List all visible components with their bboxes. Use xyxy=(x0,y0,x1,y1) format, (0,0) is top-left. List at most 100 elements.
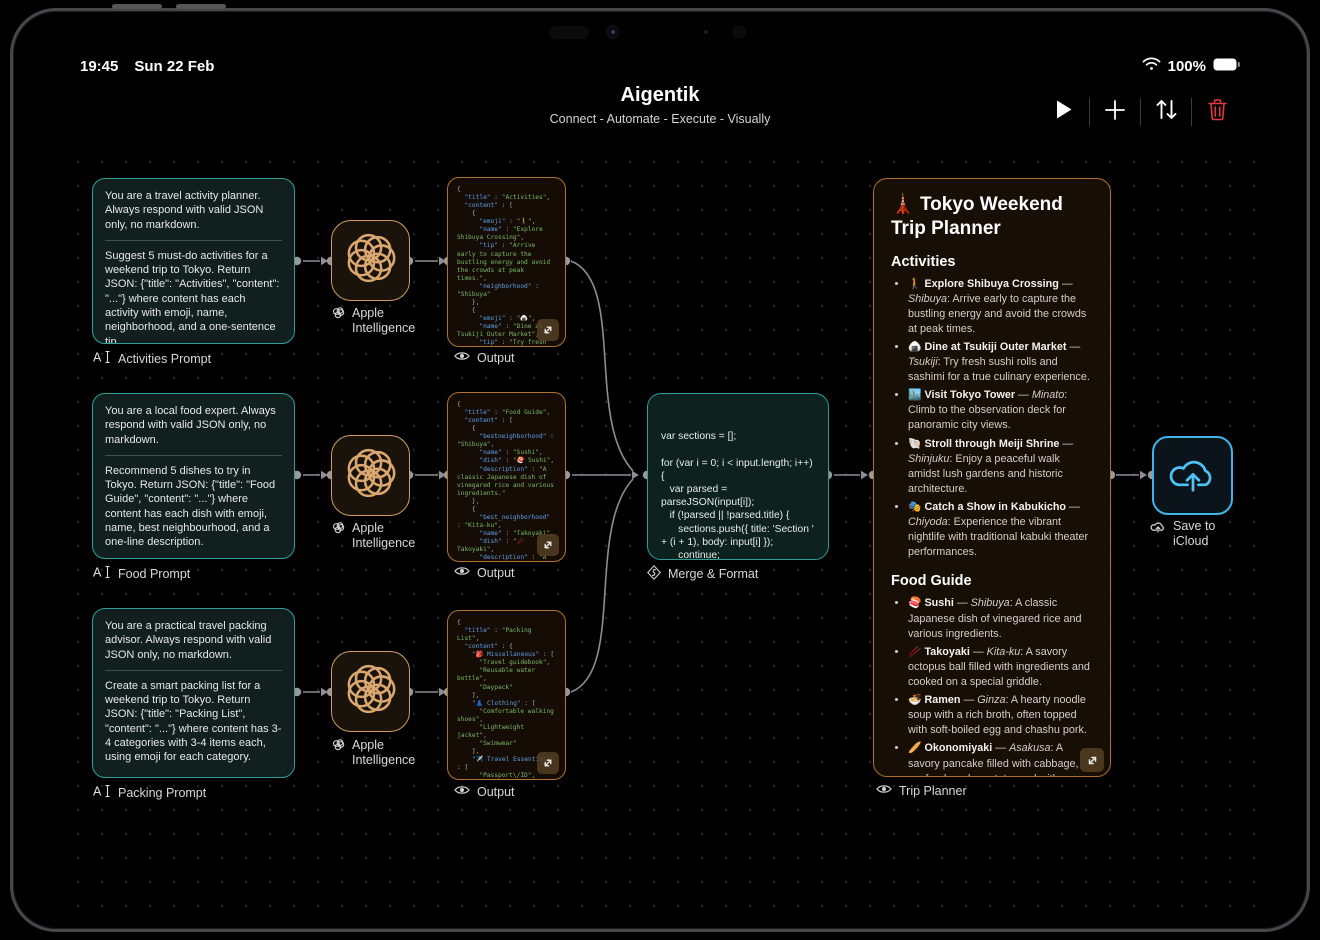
toolbar-separator xyxy=(1089,98,1090,126)
label-apple-intelligence-3: Apple Intelligence xyxy=(332,738,436,768)
volume-button-2 xyxy=(176,4,226,9)
sensor-dot xyxy=(704,30,708,34)
add-node-button[interactable] xyxy=(1090,95,1140,129)
prompt-user-text: Create a smart packing list for a weeken… xyxy=(105,679,282,764)
node-save-to-icloud[interactable] xyxy=(1152,436,1233,515)
apple-intelligence-icon xyxy=(342,660,400,723)
tokyo-tower-emoji: 🗼 xyxy=(891,194,915,215)
toolbar-separator xyxy=(1191,98,1192,126)
trash-icon xyxy=(1207,98,1228,126)
toolbar xyxy=(1039,94,1242,130)
cloud-upload-icon xyxy=(1167,453,1219,498)
trip-item: 🥢 Takoyaki — Kita-ku: A savory octopus b… xyxy=(908,645,1093,690)
trip-item: 🏙️ Visit Tokyo Tower — Minato: Climb to … xyxy=(908,388,1093,433)
label-merge-format: Merge & Format xyxy=(647,564,758,583)
prompt-system-text: You are a travel activity planner. Alway… xyxy=(105,190,264,231)
text-input-icon: A xyxy=(93,565,111,582)
eye-icon xyxy=(454,350,470,365)
page-subtitle: Connect - Automate - Execute - Visually xyxy=(549,112,771,126)
prompt-divider xyxy=(105,239,282,241)
expand-button[interactable] xyxy=(537,752,559,774)
node-output-packing[interactable]: { "title" : "Packing List", "content" : … xyxy=(447,610,566,780)
eye-icon xyxy=(876,783,892,798)
prompt-divider xyxy=(105,454,282,456)
trip-content: Activities 🚶 Explore Shibuya Crossing — S… xyxy=(891,253,1093,777)
svg-text:A: A xyxy=(93,785,102,799)
label-output-2: Output xyxy=(454,565,515,580)
sort-button[interactable] xyxy=(1141,95,1191,129)
volume-button-1 xyxy=(112,4,162,9)
prompt-system-text: You are a practical travel packing advis… xyxy=(105,620,272,661)
plus-icon xyxy=(1104,99,1126,126)
play-icon xyxy=(1055,99,1073,125)
node-food-prompt[interactable]: You are a local food expert. Always resp… xyxy=(92,393,295,559)
page-title: Aigentik xyxy=(620,84,700,106)
trip-item: 🍣 Sushi — Shibuya: A classic Japanese di… xyxy=(908,596,1093,641)
status-time: 19:45 xyxy=(80,57,119,75)
label-packing-prompt: A Packing Prompt xyxy=(93,784,207,801)
node-apple-intelligence-2[interactable] xyxy=(331,435,410,516)
apple-intelligence-mini-icon xyxy=(332,738,345,754)
sensor-pill xyxy=(549,26,589,39)
delete-button[interactable] xyxy=(1192,95,1242,129)
trip-item: 🍙 Dine at Tsukiji Outer Market — Tsukiji… xyxy=(908,340,1093,385)
node-apple-intelligence-1[interactable] xyxy=(331,220,410,301)
label-activities-prompt: A Activities Prompt xyxy=(93,350,212,367)
expand-button[interactable] xyxy=(537,534,559,556)
svg-text:A: A xyxy=(93,351,102,365)
text-input-icon: A xyxy=(93,784,111,801)
status-date: Sun 22 Feb xyxy=(134,57,215,75)
apple-intelligence-mini-icon xyxy=(332,521,345,537)
expand-button[interactable] xyxy=(537,319,559,341)
trip-item: 🚶 Explore Shibuya Crossing — Shibuya: Ar… xyxy=(908,277,1093,337)
label-apple-intelligence-2: Apple Intelligence xyxy=(332,521,436,551)
node-output-activities[interactable]: { "title" : "Activities", "content" : [ … xyxy=(447,177,566,347)
node-merge-format[interactable]: var sections = []; for (var i = 0; i < i… xyxy=(647,393,829,560)
apple-intelligence-icon xyxy=(342,229,400,292)
battery-icon xyxy=(1213,58,1240,75)
prompt-user-text: Suggest 5 must-do activities for a weeke… xyxy=(105,249,280,344)
label-food-prompt: A Food Prompt xyxy=(93,565,191,582)
prompt-system-text: You are a local food expert. Always resp… xyxy=(105,405,276,446)
battery-percent: 100% xyxy=(1167,57,1206,75)
sort-arrows-icon xyxy=(1154,98,1179,126)
trip-item: 🍜 Ramen — Ginza: A hearty noodle soup wi… xyxy=(908,693,1093,738)
label-trip-planner: Trip Planner xyxy=(876,783,967,798)
node-trip-planner[interactable]: 🗼 Tokyo Weekend Trip Planner Activities 🚶… xyxy=(873,178,1111,777)
wifi-icon xyxy=(1142,57,1161,75)
node-apple-intelligence-3[interactable] xyxy=(331,651,410,732)
output-json-code: { "title" : "Food Guide", "content" : [ … xyxy=(457,401,558,562)
svg-text:A: A xyxy=(93,566,102,580)
trip-item: 🎭 Catch a Show in Kabukicho — Chiyoda: E… xyxy=(908,500,1093,560)
eye-icon xyxy=(454,784,470,799)
text-input-icon: A xyxy=(93,350,111,367)
apple-intelligence-mini-icon xyxy=(332,306,345,322)
expand-button[interactable] xyxy=(1080,748,1104,772)
sensor-circle xyxy=(732,25,746,39)
eye-icon xyxy=(454,565,470,580)
trip-item: 🐚 Stroll through Meiji Shrine — Shinjuku… xyxy=(908,437,1093,497)
toolbar-separator xyxy=(1140,98,1141,126)
prompt-divider xyxy=(105,669,282,671)
cloud-mini-icon xyxy=(1150,520,1166,536)
trip-item: 🥖 Okonomiyaki — Asakusa: A savory pancak… xyxy=(908,741,1093,776)
script-icon xyxy=(647,564,661,583)
prompt-user-text: Recommend 5 dishes to try in Tokyo. Retu… xyxy=(105,464,276,549)
node-activities-prompt[interactable]: You are a travel activity planner. Alway… xyxy=(92,178,295,344)
output-json-code: { "title" : "Activities", "content" : [ … xyxy=(457,186,554,347)
merge-script-code: var sections = []; for (var i = 0; i < i… xyxy=(661,431,814,560)
label-output-3: Output xyxy=(454,784,515,799)
front-camera xyxy=(606,25,620,39)
node-packing-prompt[interactable]: You are a practical travel packing advis… xyxy=(92,608,295,778)
label-apple-intelligence-1: Apple Intelligence xyxy=(332,306,436,336)
trip-section-heading: Activities xyxy=(891,253,956,270)
run-button[interactable] xyxy=(1039,95,1089,129)
status-bar: 19:45 Sun 22 Feb 100% xyxy=(80,55,1240,77)
apple-intelligence-icon xyxy=(342,444,400,507)
trip-section-heading: Food Guide xyxy=(891,573,972,590)
node-output-food[interactable]: { "title" : "Food Guide", "content" : [ … xyxy=(447,392,566,562)
output-json-code: { "title" : "Packing List", "content" : … xyxy=(457,619,558,780)
trip-title: 🗼 Tokyo Weekend Trip Planner xyxy=(891,194,1063,239)
label-output-1: Output xyxy=(454,350,515,365)
